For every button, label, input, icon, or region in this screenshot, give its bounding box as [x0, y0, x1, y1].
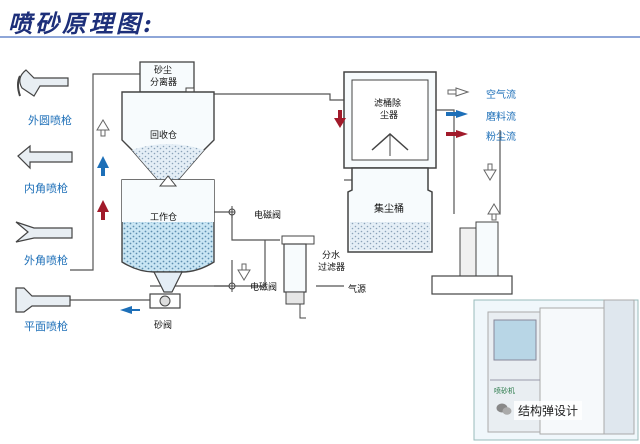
label-collector-line1: 滤桶除	[374, 99, 402, 109]
label-outer-round-gun: 外圆喷枪	[28, 114, 72, 127]
label-dust-bucket: 集尘桶	[374, 204, 404, 215]
legend-dust-flow: 粉尘流	[486, 132, 516, 143]
flat-gun-icon	[15, 287, 71, 313]
label-recovery-bin: 回收仓	[150, 131, 178, 141]
label-air-source: 气源	[348, 285, 367, 295]
water-separator-filter	[281, 235, 315, 319]
watermark: 结构弹设计	[514, 401, 583, 420]
label-inner-corner-gun: 内角喷枪	[24, 182, 68, 195]
label-separator-line1: 砂尘	[154, 66, 173, 76]
air-flow-arrows	[96, 87, 501, 281]
label-sand-valve: 砂阀	[154, 321, 173, 331]
label-solenoid-valve-2: 电磁阀	[250, 283, 278, 293]
diagram-title: 喷砂原理图:	[8, 9, 155, 38]
label-water-filter-line1: 分水	[322, 251, 341, 261]
dust-flow-arrows	[97, 110, 468, 220]
abrasive-flow-arrows	[97, 110, 468, 314]
label-water-filter-line2: 过滤器	[318, 263, 346, 273]
label-collector-line2: 尘器	[380, 111, 399, 121]
label-separator-line2: 分离器	[150, 78, 178, 88]
label-flat-gun: 平面喷枪	[24, 320, 68, 333]
dust-bucket	[347, 167, 433, 253]
legend-air-flow: 空气流	[486, 90, 516, 101]
photo-label: 喷砂机	[494, 387, 515, 395]
pressure-vessel	[121, 91, 215, 309]
solenoid-valve-2-symbol	[228, 280, 236, 292]
inner-corner-gun-icon	[17, 144, 73, 170]
solenoid-valve-1-symbol	[228, 206, 236, 218]
blower-unit	[431, 221, 513, 295]
title-underline	[0, 36, 640, 38]
label-work-bin: 工作仓	[150, 213, 178, 223]
label-solenoid-valve-1: 电磁阀	[254, 211, 282, 221]
wechat-icon	[496, 403, 512, 415]
label-outer-corner-gun: 外角喷枪	[24, 254, 68, 267]
outer-round-gun-icon	[17, 69, 69, 97]
legend-abrasive-flow: 磨料流	[486, 112, 516, 123]
outer-corner-gun-icon	[15, 221, 73, 243]
